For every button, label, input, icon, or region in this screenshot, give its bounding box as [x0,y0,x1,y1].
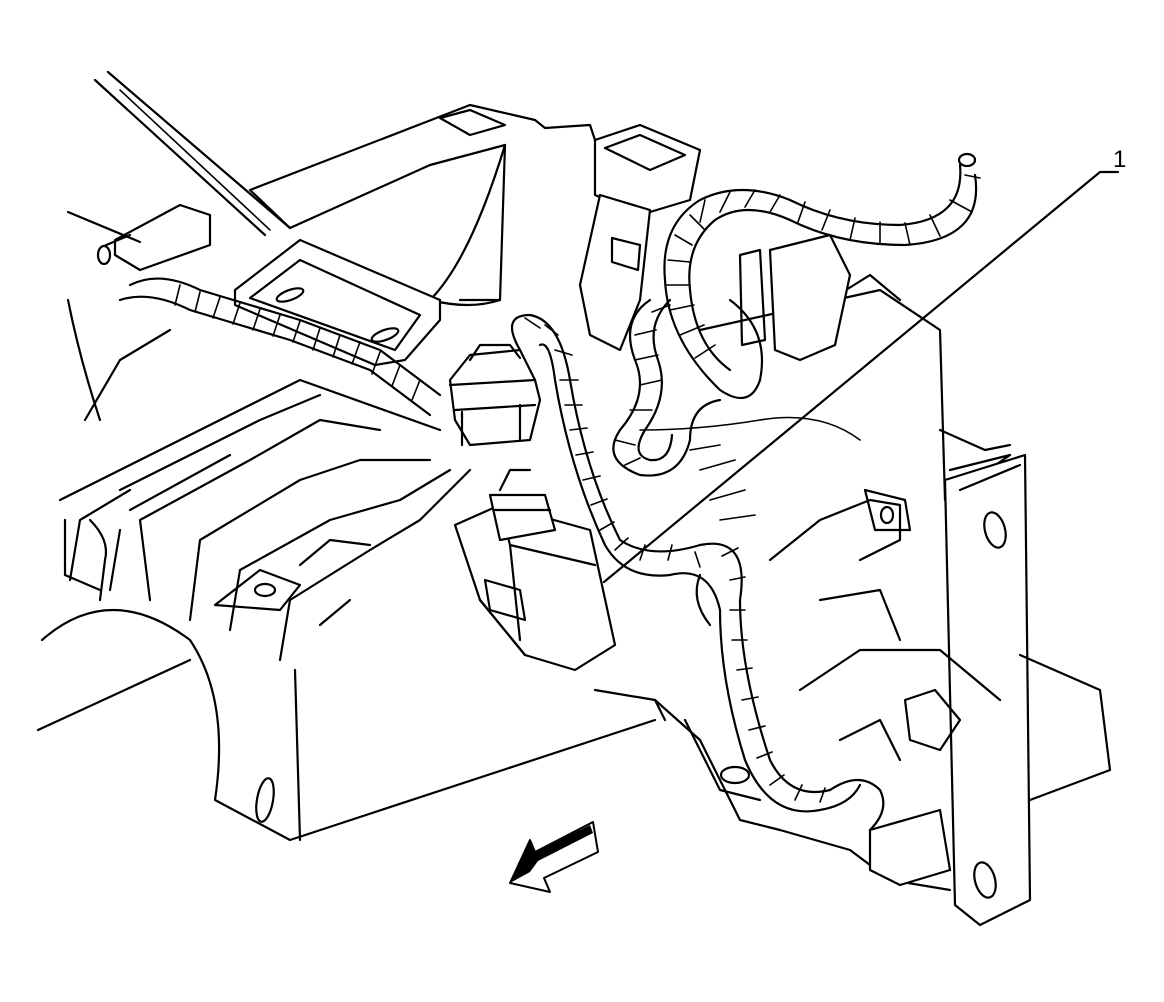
electronic-module [453,468,617,672]
callout-label-1: 1 [1113,146,1127,173]
instrument-panel-carrier [36,70,1112,927]
harness-connector [448,343,542,447]
wiring-harness [118,152,981,832]
front-direction-arrow-icon [509,821,599,893]
mounting-bracket [578,123,852,362]
callout-leader [602,170,1120,584]
